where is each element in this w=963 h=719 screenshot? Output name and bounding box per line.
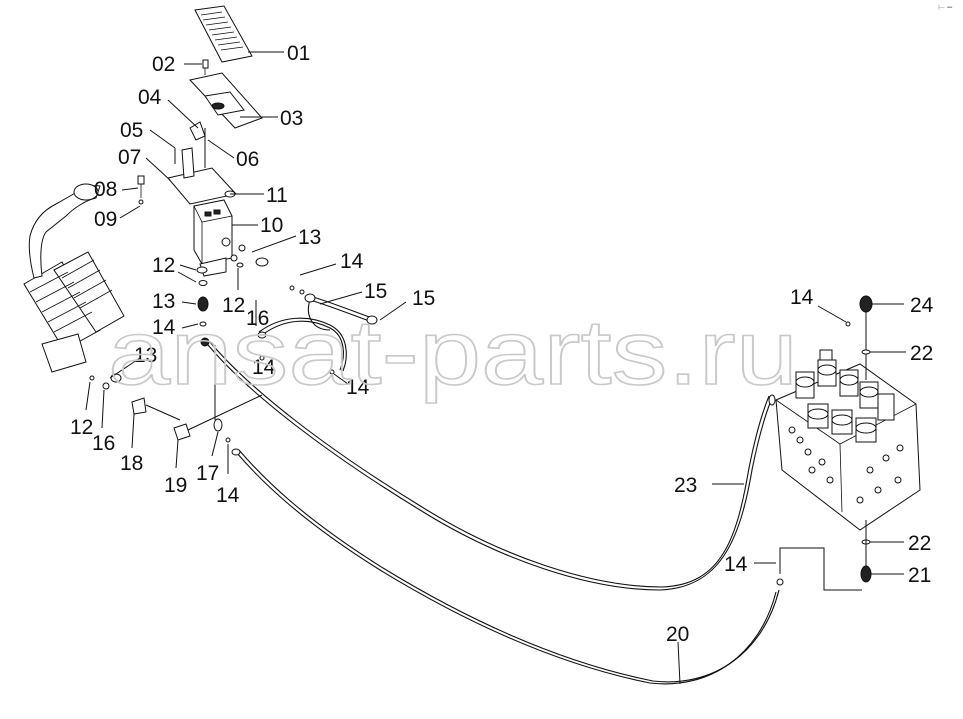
callout-14-c: 14	[252, 356, 276, 379]
pedal-pad-01	[194, 5, 253, 63]
callout-01: 01	[287, 42, 310, 65]
callout-07: 07	[118, 146, 141, 169]
callout-14-d: 14	[346, 376, 370, 399]
hose-15	[307, 295, 373, 331]
callout-02: 02	[152, 53, 175, 76]
callout-12-c: 12	[70, 416, 93, 439]
hose-23	[207, 341, 773, 591]
corner-mark: ⊢ ━	[938, 3, 952, 12]
callout-22-b: 22	[908, 532, 931, 555]
callout-03: 03	[280, 107, 303, 130]
pilot-valve-10	[193, 199, 233, 277]
callout-13-b: 13	[152, 290, 175, 313]
callout-16-a: 16	[246, 307, 269, 330]
callout-labels: 01 02 03 04 05 06 07 08 09 10 11 12 12 1…	[70, 42, 934, 646]
callout-13-c: 13	[134, 344, 157, 367]
hose-14-mid	[258, 317, 347, 372]
hose-20	[235, 449, 780, 685]
callout-14-b: 14	[152, 316, 176, 339]
pin-04-06	[189, 121, 206, 168]
callout-14-g: 14	[724, 553, 748, 576]
callout-18: 18	[120, 452, 143, 475]
callout-23: 23	[674, 474, 697, 497]
callout-21: 21	[908, 564, 931, 587]
pedal-plate-03	[189, 72, 263, 129]
callout-14-e: 14	[216, 484, 240, 507]
callout-15-a: 15	[364, 280, 387, 303]
fittings-valve-right	[768, 295, 873, 591]
bracket-07	[167, 147, 237, 205]
callout-15-b: 15	[412, 287, 435, 310]
callout-08: 08	[94, 178, 117, 201]
callout-12-a: 12	[152, 254, 175, 277]
callout-06: 06	[236, 148, 259, 171]
callout-14-a: 14	[340, 250, 364, 273]
callout-04: 04	[138, 86, 162, 109]
twin-pedal	[23, 183, 125, 373]
callout-19: 19	[164, 474, 187, 497]
fittings-valve	[89, 244, 378, 456]
callout-17: 17	[196, 462, 219, 485]
callout-10: 10	[260, 214, 283, 237]
watermark: ansat-parts.ru	[108, 302, 798, 404]
callout-05: 05	[120, 119, 143, 142]
bolt-08-09	[137, 175, 145, 205]
callout-12-b: 12	[222, 294, 245, 317]
callout-11: 11	[266, 184, 288, 207]
leader-lines	[85, 51, 906, 685]
callout-13-a: 13	[298, 226, 321, 249]
callout-14-f: 14	[790, 286, 814, 309]
control-valve	[775, 349, 921, 531]
bolt-02	[202, 59, 209, 75]
callout-09: 09	[94, 208, 117, 231]
callout-20: 20	[666, 623, 689, 646]
callout-22-a: 22	[910, 342, 933, 365]
callout-24: 24	[910, 294, 934, 317]
callout-16-b: 16	[92, 432, 115, 455]
